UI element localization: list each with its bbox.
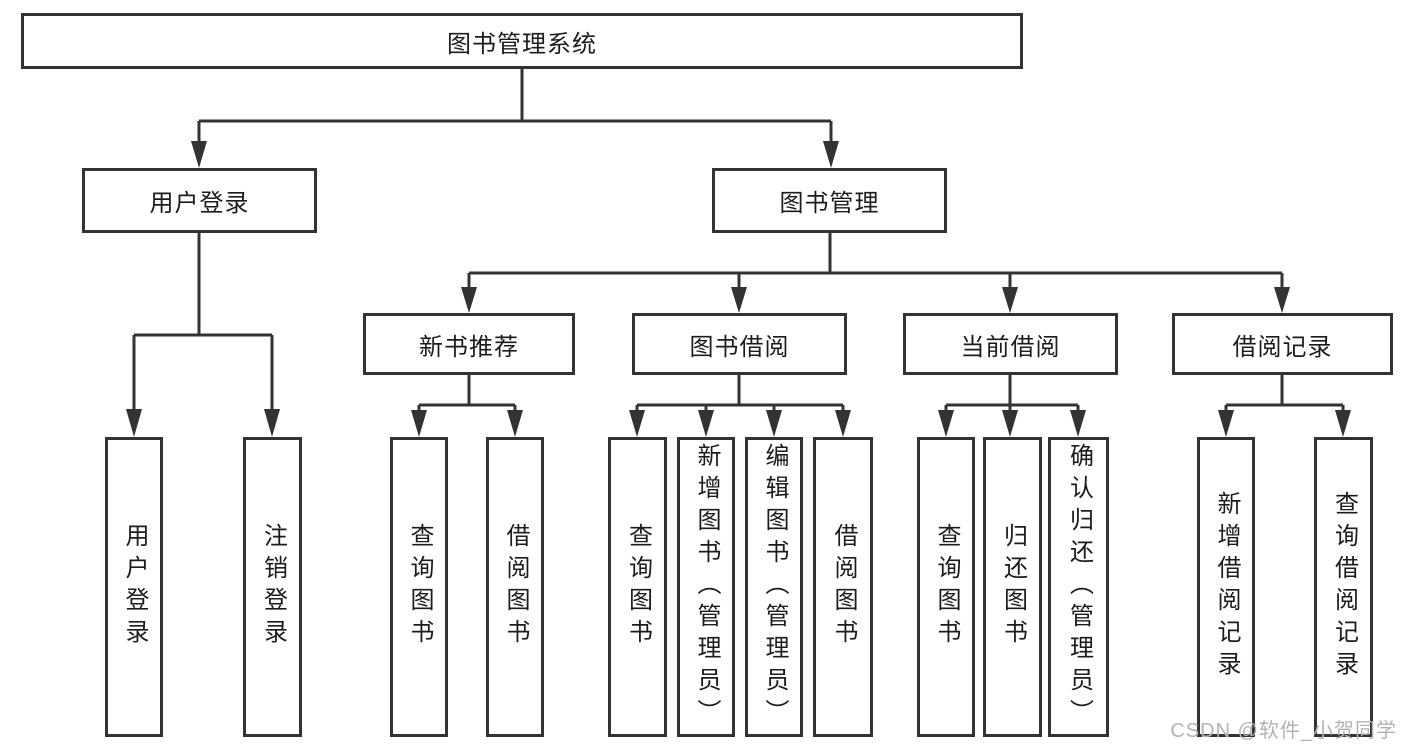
leaf-label: 查询图书 xyxy=(933,523,960,651)
arrowhead-icon xyxy=(835,410,851,437)
leaf-edit-books-admin: 编辑图书（管理员） xyxy=(745,437,803,737)
leaf-label: 编辑图书（管理员） xyxy=(761,443,788,731)
connector-book-borrow-to-leaves xyxy=(629,375,851,437)
connector-borrow-records-to-leaves xyxy=(1218,375,1351,437)
leaf-borrow-query-books: 查询图书 xyxy=(608,437,667,737)
arrowhead-icon xyxy=(1335,410,1351,437)
connector-book-management-to-level3 xyxy=(461,233,1290,313)
leaf-newbook-borrow-books: 借阅图书 xyxy=(486,437,544,737)
leaf-add-books-admin: 新增图书（管理员） xyxy=(677,437,735,737)
leaf-logout: 注销登录 xyxy=(243,437,302,737)
leaf-label: 查询图书 xyxy=(624,523,652,651)
node-book-borrow: 图书借阅 xyxy=(632,313,847,375)
arrowhead-icon xyxy=(629,410,645,437)
leaf-newbook-query-books: 查询图书 xyxy=(390,437,448,737)
node-library-management-system: 图书管理系统 xyxy=(21,13,1023,69)
connector-user-login-to-leaves xyxy=(126,233,280,437)
arrowhead-icon xyxy=(1218,410,1234,437)
leaf-current-query-books: 查询图书 xyxy=(917,437,975,737)
leaf-label: 归还图书 xyxy=(999,523,1027,651)
leaf-label: 新增借阅记录 xyxy=(1213,491,1240,683)
node-user-login: 用户登录 xyxy=(82,168,317,233)
leaf-return-books: 归还图书 xyxy=(983,437,1042,737)
node-book-management: 图书管理 xyxy=(712,168,947,233)
arrowhead-icon xyxy=(938,410,954,437)
arrowhead-icon xyxy=(1002,410,1018,437)
arrowhead-icon xyxy=(191,141,207,168)
arrowhead-icon xyxy=(766,410,782,437)
leaf-label: 借阅图书 xyxy=(502,523,529,651)
leaf-user-login: 用户登录 xyxy=(105,437,163,737)
leaf-label: 注销登录 xyxy=(259,523,287,651)
leaf-confirm-return-admin: 确认归还（管理员） xyxy=(1048,437,1109,737)
arrowhead-icon xyxy=(823,141,839,168)
connector-root-to-level2 xyxy=(191,69,839,168)
node-new-book-recommend: 新书推荐 xyxy=(363,313,575,375)
leaf-label: 查询图书 xyxy=(406,523,433,651)
connector-new-book-to-leaves xyxy=(411,375,523,437)
arrowhead-icon xyxy=(698,410,714,437)
arrowhead-icon xyxy=(1070,410,1086,437)
leaf-label: 新增图书（管理员） xyxy=(693,443,720,731)
leaf-add-borrow-record: 新增借阅记录 xyxy=(1197,437,1255,737)
arrowhead-icon xyxy=(731,287,747,313)
arrowhead-icon xyxy=(126,409,142,437)
leaf-label: 查询借阅记录 xyxy=(1330,491,1358,683)
arrowhead-icon xyxy=(1274,287,1290,313)
arrowhead-icon xyxy=(461,287,477,313)
leaf-label: 确认归还（管理员） xyxy=(1065,443,1093,731)
csdn-watermark: CSDN @软件_小贺同学 xyxy=(1170,720,1397,742)
leaf-query-borrow-record: 查询借阅记录 xyxy=(1314,437,1373,737)
arrowhead-icon xyxy=(1002,287,1018,313)
arrowhead-icon xyxy=(411,410,427,437)
leaf-label: 借阅图书 xyxy=(830,523,857,651)
node-current-borrow: 当前借阅 xyxy=(903,313,1118,375)
arrowhead-icon xyxy=(264,409,280,437)
leaf-borrow-books: 借阅图书 xyxy=(813,437,873,737)
leaf-label: 用户登录 xyxy=(121,523,148,651)
arrowhead-icon xyxy=(507,410,523,437)
node-borrow-records: 借阅记录 xyxy=(1172,313,1393,375)
connector-current-borrow-to-leaves xyxy=(938,375,1086,437)
